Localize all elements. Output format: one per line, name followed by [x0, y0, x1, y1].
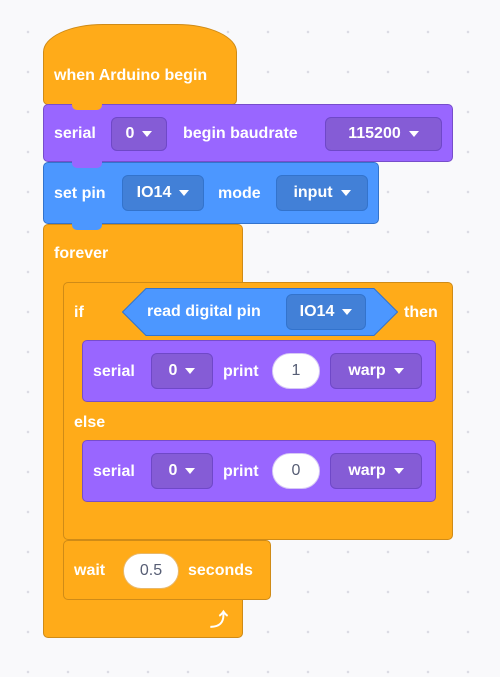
- set-pin-notch: [72, 223, 102, 230]
- mode-value: input: [293, 184, 333, 201]
- pin-dropdown[interactable]: IO14: [122, 175, 204, 211]
- chevron-down-icon: [342, 309, 353, 315]
- read-digital-pin-label: read digital pin: [147, 303, 261, 320]
- serial-print-block-false[interactable]: serial 0 print 0 warp: [82, 440, 436, 502]
- serial-begin-notch: [72, 161, 102, 168]
- baudrate-value: 115200: [348, 125, 401, 142]
- serial-label: serial: [93, 463, 135, 480]
- print-label: print: [223, 363, 259, 380]
- serial-port-value: 0: [168, 462, 178, 479]
- serial-port-dropdown[interactable]: 0: [111, 117, 167, 151]
- wait-seconds-block[interactable]: wait 0.5 seconds: [63, 540, 271, 600]
- chevron-down-icon: [393, 468, 404, 474]
- baudrate-dropdown[interactable]: 115200: [325, 117, 442, 151]
- print-value-input[interactable]: 1: [272, 353, 320, 389]
- serial-port-dropdown[interactable]: 0: [151, 353, 213, 389]
- loop-arrow-icon: ⤴: [210, 610, 228, 630]
- chevron-down-icon: [393, 368, 404, 374]
- serial-port-dropdown[interactable]: 0: [151, 453, 213, 489]
- chevron-down-icon: [185, 368, 196, 374]
- print-mode-dropdown[interactable]: warp: [330, 453, 422, 489]
- print-mode-value: warp: [348, 462, 386, 479]
- serial-port-value: 0: [125, 125, 135, 142]
- seconds-label: seconds: [188, 562, 253, 579]
- serial-begin-block[interactable]: serial 0 begin baudrate 115200: [43, 104, 453, 162]
- set-pin-label: set pin: [54, 185, 106, 202]
- wait-value-input[interactable]: 0.5: [123, 553, 179, 589]
- chevron-down-icon: [179, 190, 190, 196]
- print-mode-dropdown[interactable]: warp: [330, 353, 422, 389]
- serial-port-value: 0: [168, 362, 178, 379]
- mode-dropdown[interactable]: input: [276, 175, 368, 211]
- if-label: if: [74, 304, 84, 321]
- print-label: print: [223, 463, 259, 480]
- when-arduino-begin-block[interactable]: when Arduino begin: [43, 24, 237, 105]
- serial-label: serial: [54, 125, 96, 142]
- chevron-down-icon: [142, 131, 153, 137]
- print-value-input[interactable]: 0: [272, 453, 320, 489]
- wait-label: wait: [74, 562, 106, 579]
- read-digital-pin-block[interactable]: read digital pin IO14: [122, 288, 398, 336]
- serial-label: serial: [93, 363, 135, 380]
- else-label: else: [74, 414, 106, 431]
- hat-notch: [72, 103, 102, 110]
- pin-value: IO14: [136, 184, 172, 201]
- set-pin-mode-block[interactable]: set pin IO14 mode input: [43, 162, 379, 224]
- mode-label: mode: [218, 185, 261, 202]
- serial-print-block-true[interactable]: serial 0 print 1 warp: [82, 340, 436, 402]
- chevron-down-icon: [185, 468, 196, 474]
- then-label: then: [404, 304, 438, 321]
- chevron-down-icon: [408, 131, 419, 137]
- chevron-down-icon: [340, 190, 351, 196]
- read-pin-value: IO14: [299, 303, 335, 320]
- hat-label: when Arduino begin: [54, 67, 208, 84]
- forever-label: forever: [54, 245, 109, 262]
- read-pin-dropdown[interactable]: IO14: [286, 294, 366, 330]
- print-mode-value: warp: [348, 362, 386, 379]
- begin-baudrate-label: begin baudrate: [183, 125, 298, 142]
